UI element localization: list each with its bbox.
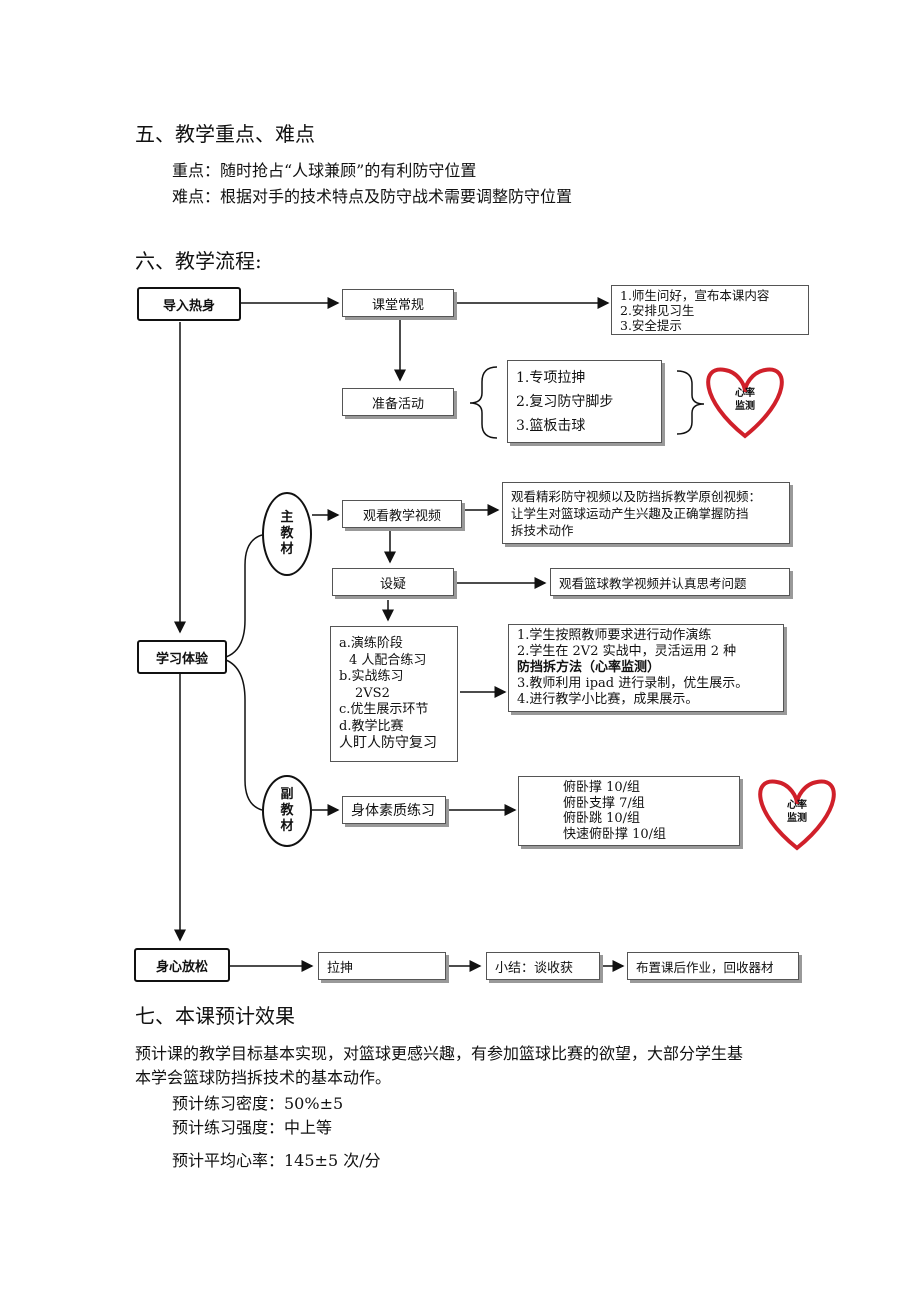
list-item: 2.复习防守脚步 <box>516 393 614 410</box>
list-item: 1.师生问好，宣布本课内容 <box>620 287 770 303</box>
density: 预计练习密度：50%±5 <box>172 1094 344 1113</box>
key-point: 重点：随时抢占“人球兼顾”的有利防守位置 <box>172 161 477 180</box>
heart-icon <box>706 367 784 439</box>
section5-title: 五、教学重点、难点 <box>135 122 315 146</box>
stage-warmup: 导入热身 <box>137 287 241 321</box>
prep-box: 准备活动 <box>342 388 454 416</box>
stage-learning: 学习体验 <box>137 640 227 674</box>
list-item: 3.篮板击球 <box>516 417 586 434</box>
heart-rate: 预计平均心率：145±5 次/分 <box>172 1151 381 1170</box>
heart-label: 心率监测 <box>735 388 755 412</box>
difficulty: 难点：根据对手的技术特点及防守战术需要调整防守位置 <box>172 187 573 206</box>
watch-video-desc: 观看精彩防守视频以及防挡拆教学原创视频： 让学生对篮球运动产生兴趣及正确掌握防挡… <box>502 482 790 544</box>
effect-para-line1: 预计课的教学目标基本实现，对篮球更感兴趣，有参加篮球比赛的欲望，大部分学生基 <box>135 1044 744 1063</box>
stages-desc: 1.学生按照教师要求进行动作演练 2.学生在 2V2 实战中，灵活运用 2 种 … <box>508 624 784 712</box>
stretch-box: 拉抻 <box>318 952 446 980</box>
section7-title: 七、本课预计效果 <box>135 1004 295 1028</box>
list-item: 1.专项拉抻 <box>516 369 586 386</box>
prep-items: 1.专项拉抻 2.复习防守脚步 3.篮板击球 <box>507 360 662 443</box>
heart-label: 心率监测 <box>787 800 807 824</box>
stage-relax: 身心放松 <box>134 948 230 982</box>
question-box: 设疑 <box>332 568 454 596</box>
list-item: 2.安排见习生 <box>620 302 695 318</box>
stages-list: a.演练阶段 4 人配合练习 b.实战练习 2VS2 c.优生展示环节 d.教学… <box>330 626 458 762</box>
watch-video-box: 观看教学视频 <box>342 500 462 528</box>
fitness-items: 俯卧撑 10/组 俯卧支撑 7/组 俯卧跳 10/组 快速俯卧撑 10/组 <box>518 776 740 846</box>
list-item: 3.安全提示 <box>620 317 682 333</box>
summary-box: 小结：谈收获 <box>486 952 600 980</box>
routine-box: 课堂常规 <box>342 289 454 317</box>
routine-items: 1.师生问好，宣布本课内容 2.安排见习生 3.安全提示 <box>611 285 809 335</box>
intensity: 预计练习强度：中上等 <box>172 1118 333 1137</box>
question-desc: 观看篮球教学视频并认真思考问题 <box>550 568 790 596</box>
sub-material-ellipse: 副教材 <box>262 775 312 847</box>
effect-para-line2: 本学会篮球防挡拆技术的基本动作。 <box>135 1068 392 1087</box>
homework-box: 布置课后作业，回收器材 <box>627 952 799 980</box>
heart-icon <box>758 779 836 851</box>
main-material-ellipse: 主教材 <box>262 492 312 576</box>
section6-title: 六、教学流程: <box>135 249 262 273</box>
fitness-box: 身体素质练习 <box>342 796 446 824</box>
